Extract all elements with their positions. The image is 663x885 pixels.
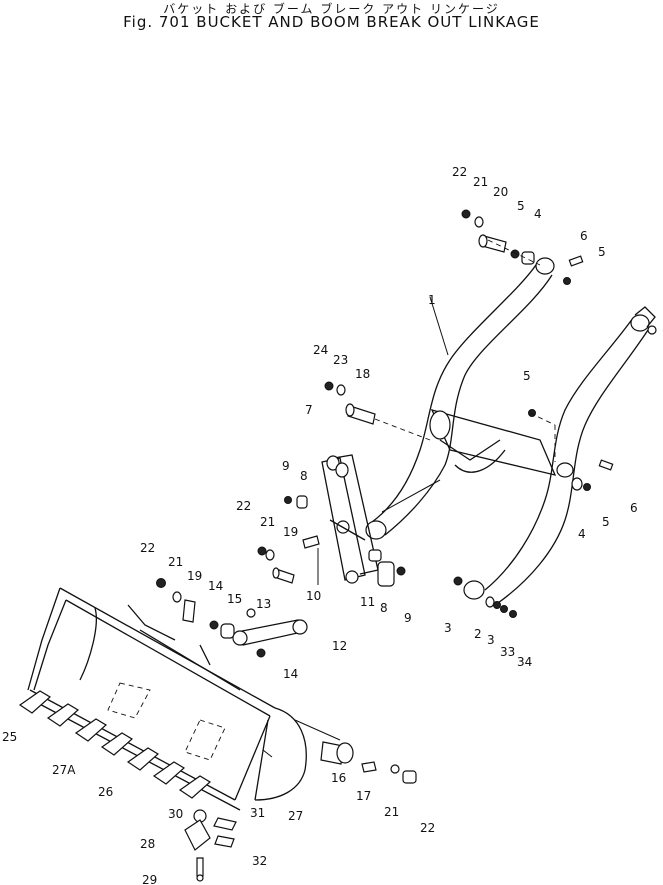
callout-2: 2 — [474, 627, 482, 641]
callout-6: 6 — [630, 501, 638, 515]
bucket — [18, 587, 341, 811]
callout-9: 9 — [404, 611, 412, 625]
callout-5: 5 — [523, 369, 531, 383]
callout-22: 22 — [452, 165, 467, 179]
callout-19: 19 — [187, 569, 202, 583]
callout-33: 33 — [500, 645, 515, 659]
callout-12: 12 — [332, 639, 347, 653]
callout-9: 9 — [282, 459, 290, 473]
callout-31: 31 — [250, 806, 265, 820]
callout-28: 28 — [140, 837, 155, 851]
callout-25: 25 — [2, 730, 17, 744]
callout-10: 10 — [306, 589, 321, 603]
top-pin-stack — [461, 209, 541, 266]
callout-34: 34 — [517, 655, 532, 669]
callout-3: 3 — [487, 633, 495, 647]
callout-6: 6 — [580, 229, 588, 243]
callout-19: 19 — [283, 525, 298, 539]
callout-3: 3 — [444, 621, 452, 635]
callout-32: 32 — [252, 854, 267, 868]
callout-24: 24 — [313, 343, 328, 357]
callout-29: 29 — [142, 873, 157, 885]
link-12-assembly — [156, 578, 308, 658]
callout-22: 22 — [236, 499, 251, 513]
figure-title-japanese: バケット および ブーム ブレーク アウト リンケージ — [163, 2, 500, 16]
callout-26: 26 — [98, 785, 113, 799]
callout-21: 21 — [473, 175, 488, 189]
callout-21: 21 — [168, 555, 183, 569]
callout-22: 22 — [140, 541, 155, 555]
figure-title-english: Fig. 701 BUCKET AND BOOM BREAK OUT LINKA… — [123, 13, 540, 31]
callout-1: 1 — [428, 293, 436, 307]
callout-16: 16 — [331, 771, 346, 785]
callout-21: 21 — [260, 515, 275, 529]
callout-5: 5 — [517, 199, 525, 213]
boom-assembly — [365, 255, 657, 604]
callout-8: 8 — [380, 601, 388, 615]
callout-30: 30 — [168, 807, 183, 821]
callout-20: 20 — [493, 185, 508, 199]
tooth-adapter-parts — [184, 809, 237, 882]
callout-14: 14 — [283, 667, 298, 681]
callout-8: 8 — [300, 469, 308, 483]
callout-21: 21 — [384, 805, 399, 819]
callout-4: 4 — [578, 527, 586, 541]
callout-14: 14 — [208, 579, 223, 593]
bucket-pin-stack — [320, 741, 417, 784]
callout-15: 15 — [227, 592, 242, 606]
callout-17: 17 — [356, 789, 371, 803]
link-7-assembly — [284, 381, 441, 587]
callout-7: 7 — [305, 403, 313, 417]
callout-11: 11 — [360, 595, 375, 609]
callout-5: 5 — [602, 515, 610, 529]
mid-pin-stack — [257, 546, 295, 584]
right-lower-pins — [453, 412, 591, 618]
callout-23: 23 — [333, 353, 348, 367]
callout-22: 22 — [420, 821, 435, 835]
callout-13: 13 — [256, 597, 271, 611]
callout-4: 4 — [534, 207, 542, 221]
callout-27: 27 — [288, 809, 303, 823]
callout-5: 5 — [598, 245, 606, 259]
callout-27a: 27A — [52, 763, 76, 777]
callout-18: 18 — [355, 367, 370, 381]
